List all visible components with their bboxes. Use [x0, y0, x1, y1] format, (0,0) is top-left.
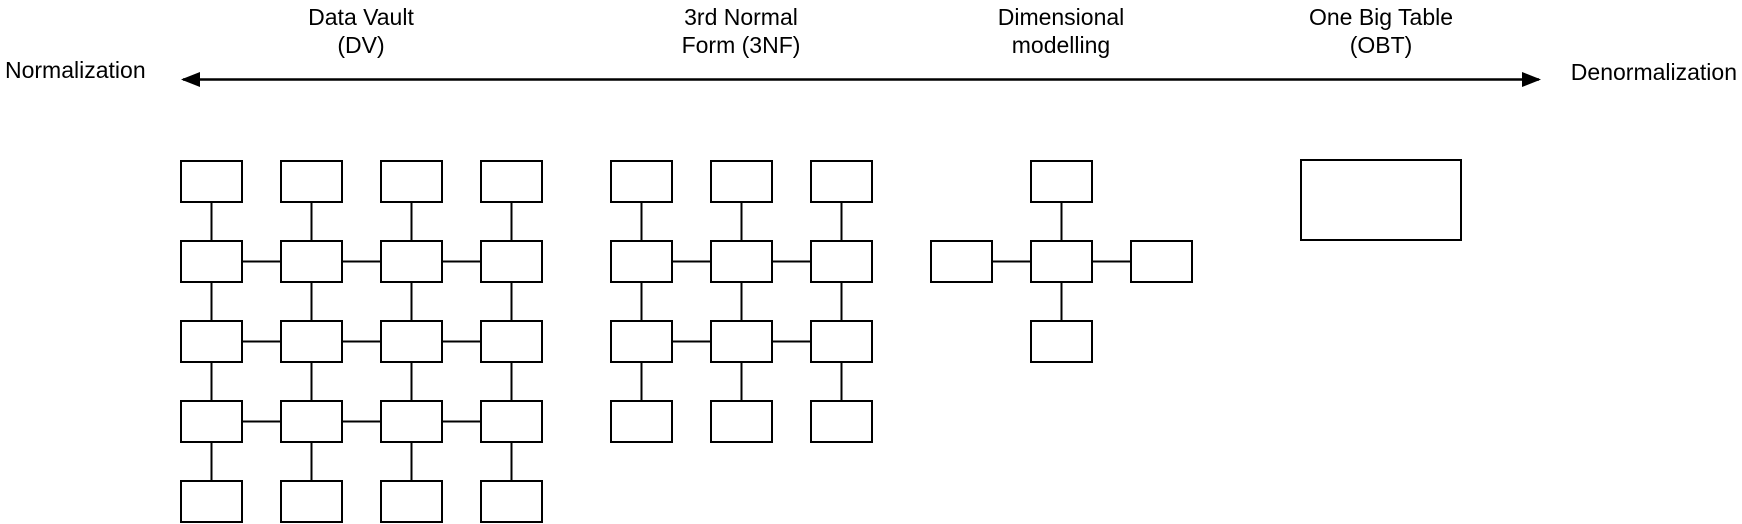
label-dimensional-modelling: Dimensional modelling	[998, 3, 1125, 59]
entity-box	[810, 240, 873, 283]
entity-box	[610, 240, 673, 283]
entity-box	[180, 320, 243, 363]
entity-box	[710, 160, 773, 203]
entity-box	[380, 320, 443, 363]
entity-box	[610, 320, 673, 363]
label-third-normal-form-line1: 3rd Normal	[684, 4, 798, 30]
label-one-big-table: One Big Table (OBT)	[1309, 3, 1453, 59]
arrowhead-right	[1522, 72, 1541, 87]
entity-box	[810, 400, 873, 443]
entity-box	[1030, 240, 1093, 283]
entity-box	[1030, 160, 1093, 203]
entity-box	[280, 160, 343, 203]
label-one-big-table-line2: (OBT)	[1349, 32, 1413, 58]
entity-box	[710, 400, 773, 443]
entity-box	[1300, 159, 1462, 241]
entity-box	[380, 160, 443, 203]
obt-diagram	[1300, 159, 1462, 241]
entity-box	[280, 320, 343, 363]
entity-box	[180, 480, 243, 523]
entity-box	[380, 400, 443, 443]
label-third-normal-form: 3rd Normal Form (3NF)	[682, 3, 801, 59]
label-dimensional-modelling-line1: Dimensional	[997, 4, 1125, 30]
entity-box	[480, 240, 543, 283]
spectrum-arrow	[181, 72, 1541, 87]
entity-box	[480, 160, 543, 203]
entity-box	[810, 160, 873, 203]
entity-box	[280, 240, 343, 283]
entity-box	[610, 400, 673, 443]
normalization-label: Normalization	[5, 57, 146, 83]
3nf-diagram	[610, 160, 873, 443]
entity-box	[480, 400, 543, 443]
entity-box	[710, 320, 773, 363]
entity-box	[710, 240, 773, 283]
entity-box	[380, 240, 443, 283]
label-data-vault-line1: Data Vault	[308, 4, 414, 30]
arrowhead-left	[181, 72, 200, 87]
label-third-normal-form-line2: Form (3NF)	[681, 32, 801, 58]
entity-box	[610, 160, 673, 203]
label-data-vault-line2: (DV)	[337, 32, 385, 58]
entity-box	[180, 400, 243, 443]
schema-diagrams-group	[180, 159, 1462, 523]
entity-box	[480, 320, 543, 363]
entity-box	[480, 480, 543, 523]
denormalization-label: Denormalization	[1570, 59, 1737, 85]
entity-box	[380, 480, 443, 523]
entity-box	[1130, 240, 1193, 283]
dim-diagram	[930, 160, 1193, 363]
entity-box	[180, 240, 243, 283]
label-data-vault: Data Vault (DV)	[308, 3, 414, 59]
entity-box	[810, 320, 873, 363]
label-dimensional-modelling-line2: modelling	[1011, 32, 1111, 58]
entity-box	[1030, 320, 1093, 363]
label-one-big-table-line1: One Big Table	[1308, 4, 1454, 30]
dv-diagram	[180, 160, 543, 523]
entity-box	[180, 160, 243, 203]
entity-box	[280, 400, 343, 443]
entity-box	[930, 240, 993, 283]
entity-box	[280, 480, 343, 523]
